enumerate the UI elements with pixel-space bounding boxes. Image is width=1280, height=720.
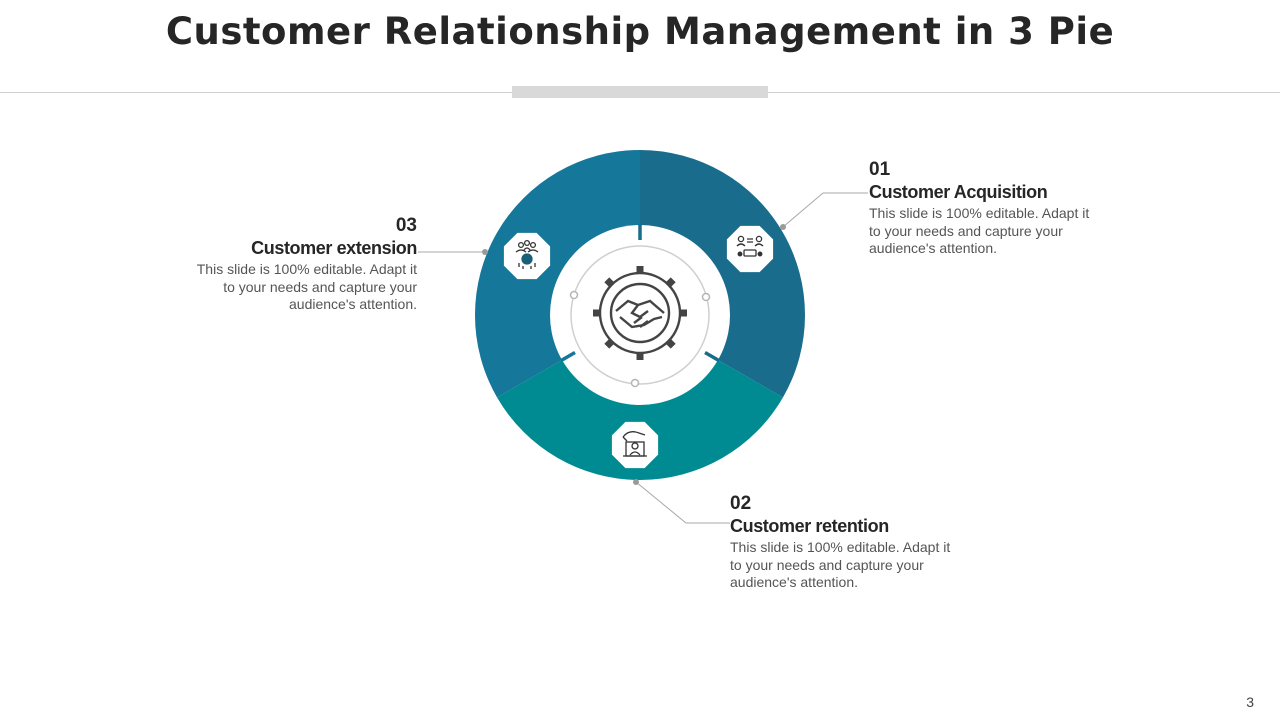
ring-dot	[569, 290, 579, 300]
handshake-gear-icon	[593, 266, 687, 360]
boundary-tick-right	[704, 350, 720, 363]
segment-number: 02	[730, 493, 752, 514]
page-number: 3	[1246, 694, 1254, 710]
group-icon	[515, 239, 539, 269]
segment-description: This slide is 100% editable. Adapt it to…	[869, 205, 1090, 256]
connector-02	[635, 481, 730, 524]
block-customer-retention: 02 Customer retention This slide is 100%…	[730, 493, 955, 592]
team-icon	[736, 235, 764, 257]
segment-heading: Customer extension	[251, 238, 417, 258]
boundary-tick-left	[560, 350, 576, 363]
segment-heading: Customer retention	[730, 516, 889, 536]
segment-description: This slide is 100% editable. Adapt it to…	[196, 261, 417, 312]
ring-dot	[630, 378, 640, 388]
ring-dot	[701, 292, 711, 302]
badge-acquisition	[726, 225, 774, 273]
segment-number: 03	[395, 215, 417, 236]
inner-disc	[550, 225, 730, 405]
block-customer-acquisition: 01 Customer Acquisition This slide is 10…	[869, 159, 1094, 258]
badge-retention	[611, 421, 659, 469]
connector-dot	[780, 224, 786, 230]
segment-number: 01	[869, 159, 891, 180]
inner-ring	[570, 245, 710, 385]
block-customer-extension: 03 Customer extension This slide is 100%…	[192, 215, 418, 314]
title-accent-bar	[512, 86, 768, 98]
connector-dot	[633, 479, 639, 485]
page-title: Customer Relationship Management in 3 Pi…	[165, 10, 1115, 53]
customer-hand-icon	[622, 431, 647, 457]
segment-description: This slide is 100% editable. Adapt it to…	[730, 539, 951, 590]
connector-dot	[482, 249, 488, 255]
segment-heading: Customer Acquisition	[869, 182, 1048, 202]
connector-lines	[418, 192, 868, 524]
connector-01	[782, 192, 868, 228]
